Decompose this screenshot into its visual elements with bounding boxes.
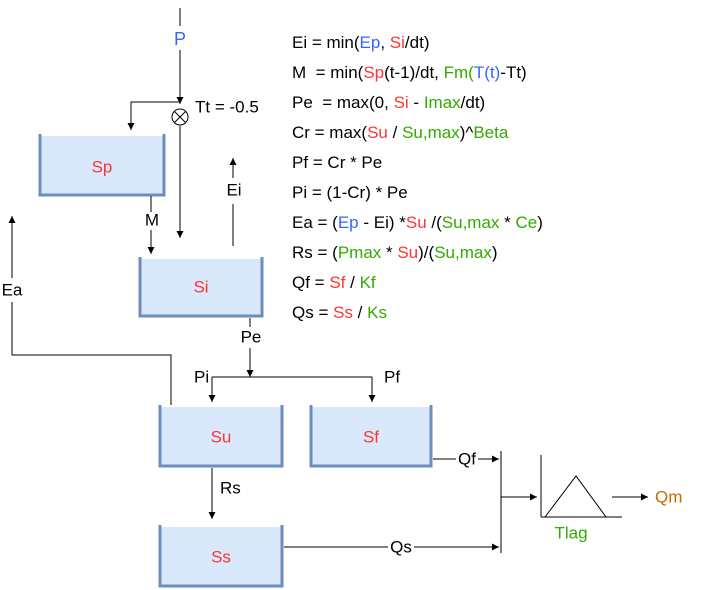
equation-term: Qs = [292,303,333,322]
equation-term: Su [406,213,427,232]
equation-term: Ep [338,213,359,232]
equation-term: Imax [424,93,461,112]
flow-ei: Ei [226,158,242,246]
equation-term: Ei = min( [292,33,360,52]
equation-term: Beta [473,123,509,142]
label-pe: Pe [241,327,262,346]
equation-term: Sf [329,273,345,292]
equation-term: Sp [363,63,384,82]
equation-term: )/( [418,243,434,262]
equation-term: Su,max [442,213,500,232]
equations-block: Ei = min(Ep, Si/dt)M = min(Sp(t-1)/dt, F… [292,33,543,322]
equation-term: /( [427,213,442,232]
splitter-node: Tt = -0.5 [171,97,259,126]
equation-term: ( [468,63,474,82]
equation-term: /dt) [461,93,486,112]
equation-term: Pf = Cr * Pe [292,153,382,172]
equation-term: / [388,123,402,142]
equation-term: / [345,273,359,292]
equation-term: Su [397,243,418,262]
equation-term: M = min( [292,63,364,82]
equation-term: Ea = ( [292,213,338,232]
tank-sp-label: Sp [92,157,113,176]
tlag-routing-function: Tlag [540,455,622,542]
equation-term: -Tt) [500,63,526,82]
label-pf: Pf [384,367,400,386]
equation-term: Qf = [292,273,329,292]
tank-su: Su [158,405,284,468]
equation-term: Pi = (1-Cr) * Pe [292,183,408,202]
equation-term: Ep [360,33,381,52]
equation-term: /dt) [405,33,430,52]
equation-line: Pi = (1-Cr) * Pe [292,183,408,202]
equation-term: * [499,213,515,232]
flow-m: M [145,196,159,254]
equation-term: * [381,243,397,262]
equation-term: Pmax [338,243,382,262]
equation-line: Qf = Sf / Kf [292,273,376,292]
tank-si: Si [138,257,264,318]
equation-line: Ea = (Ep - Ei) *Su /(Su,max * Ce) [292,213,543,232]
equation-term: T(t) [474,63,500,82]
label-m: M [145,210,159,229]
equation-term: ) [537,213,543,232]
equation-line: Ei = min(Ep, Si/dt) [292,33,429,52]
equation-line: Pe = max(0, Si - Imax/dt) [292,93,485,112]
equation-term: Si [390,33,405,52]
equation-term: - [409,93,424,112]
label-pi: Pi [194,367,209,386]
tank-sf: Sf [309,405,433,468]
tank-sp: Sp [38,134,166,197]
flow-rs: Rs [208,468,241,519]
equation-term: )^ [460,123,474,142]
equation-term: Rs = ( [292,243,338,262]
equation-term: Cr = max( [292,123,367,142]
equation-term: Su,max [434,243,492,262]
flow-to-sp [127,101,180,130]
equation-term: Fm [444,63,469,82]
flow-p: P [174,8,186,104]
label-qs: Qs [390,537,412,556]
equation-term: / [353,303,367,322]
equation-term: - Ei) * [359,213,407,232]
label-rs: Rs [220,478,241,497]
equation-term: Ce [515,213,537,232]
label-ea: Ea [2,280,23,299]
flow-pf: Pf [368,367,400,402]
label-qm: Qm [655,487,682,506]
flow-pi: Pi [194,367,216,402]
equation-term: Su [367,123,388,142]
equation-line: Qs = Ss / Ks [292,303,387,322]
equation-term: , [380,33,389,52]
equation-term: Ks [367,303,387,322]
flow-qf: Qf [433,449,499,468]
flow-qs: Qs [284,537,499,556]
tank-sf-label: Sf [363,427,379,446]
equation-term: ) [492,243,498,262]
label-qf: Qf [458,449,476,468]
equation-term: Ss [333,303,353,322]
equation-term: Kf [360,273,376,292]
flow-pe: Pe [241,318,262,377]
flow-combine [500,451,537,553]
tank-ss: Ss [158,525,284,588]
equation-term: (t-1)/dt, [384,63,444,82]
equation-term: Pe = max(0, [292,93,394,112]
label-ei: Ei [226,180,241,199]
equation-line: Cr = max(Su / Su,max)^Beta [292,123,509,142]
flow-ea: Ea [2,216,172,405]
equation-term: Su,max [402,123,460,142]
label-tt: Tt = -0.5 [195,97,259,116]
label-tlag: Tlag [554,523,587,542]
tank-ss-label: Ss [211,547,231,566]
equation-line: Pf = Cr * Pe [292,153,382,172]
equation-line: M = min(Sp(t-1)/dt, Fm(T(t)-Tt) [292,63,527,82]
equation-line: Rs = (Pmax * Su)/(Su,max) [292,243,498,262]
label-p: P [174,29,186,49]
equation-term: Si [394,93,409,112]
flow-qm: Qm [612,487,682,506]
tank-si-label: Si [193,277,208,296]
tank-su-label: Su [211,427,232,446]
